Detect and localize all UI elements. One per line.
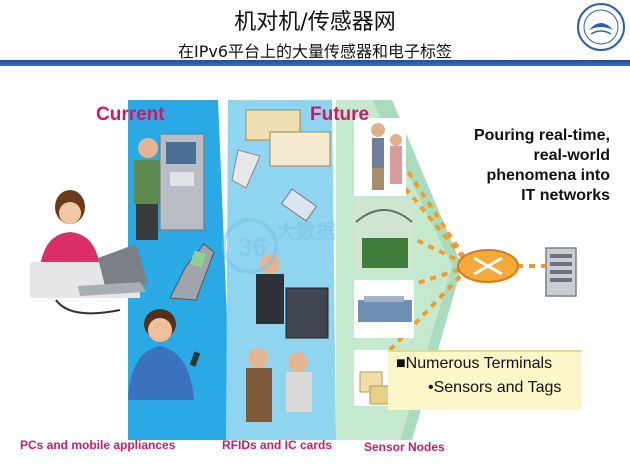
mobile-phone-icon [169, 243, 215, 301]
right-text-line: IT networks [521, 187, 610, 204]
boxes-icon [354, 350, 394, 406]
rfid-card-icon [231, 109, 331, 422]
page-title: 机对机/传感器网 [234, 10, 396, 35]
university-logo [577, 3, 625, 51]
server-icon [545, 247, 577, 297]
svg-text:36: 36 [238, 232, 267, 262]
person-laptop-icon [30, 190, 148, 315]
svg-text:大数据: 大数据 [276, 219, 336, 243]
hub-icon [457, 249, 519, 283]
caption-pcs: PCs and mobile appliances [20, 438, 176, 452]
caption-rfid: RFIDs and IC cards [222, 438, 333, 452]
right-text-line: phenomena into [486, 167, 610, 184]
watermark-logo: 36 大数据 [222, 218, 336, 274]
caption-sensor: Sensor Nodes [364, 440, 445, 454]
people-icon [354, 118, 406, 196]
bullet-box: ■Numerous Terminals •Sensors and Tags [388, 350, 582, 410]
person-atm-icon [134, 133, 205, 240]
conveyor-icon [354, 280, 414, 338]
page-subtitle: 在IPv6平台上的大量传感器和电子标签 [177, 42, 453, 61]
person-phone-icon [128, 309, 201, 400]
right-text-line: Pouring real-time, [473, 127, 610, 144]
bullet-numerous-terminals: ■Numerous Terminals [396, 355, 553, 372]
right-description: Pouring real-time, real-world phenomena … [430, 126, 610, 206]
bullet-sensors-tags: •Sensors and Tags [428, 379, 562, 396]
current-label: Current [96, 104, 165, 125]
future-label: Future [310, 104, 370, 125]
header-divider [0, 60, 630, 66]
greenhouse-icon [354, 200, 414, 272]
right-text-line: real-world [533, 147, 610, 164]
